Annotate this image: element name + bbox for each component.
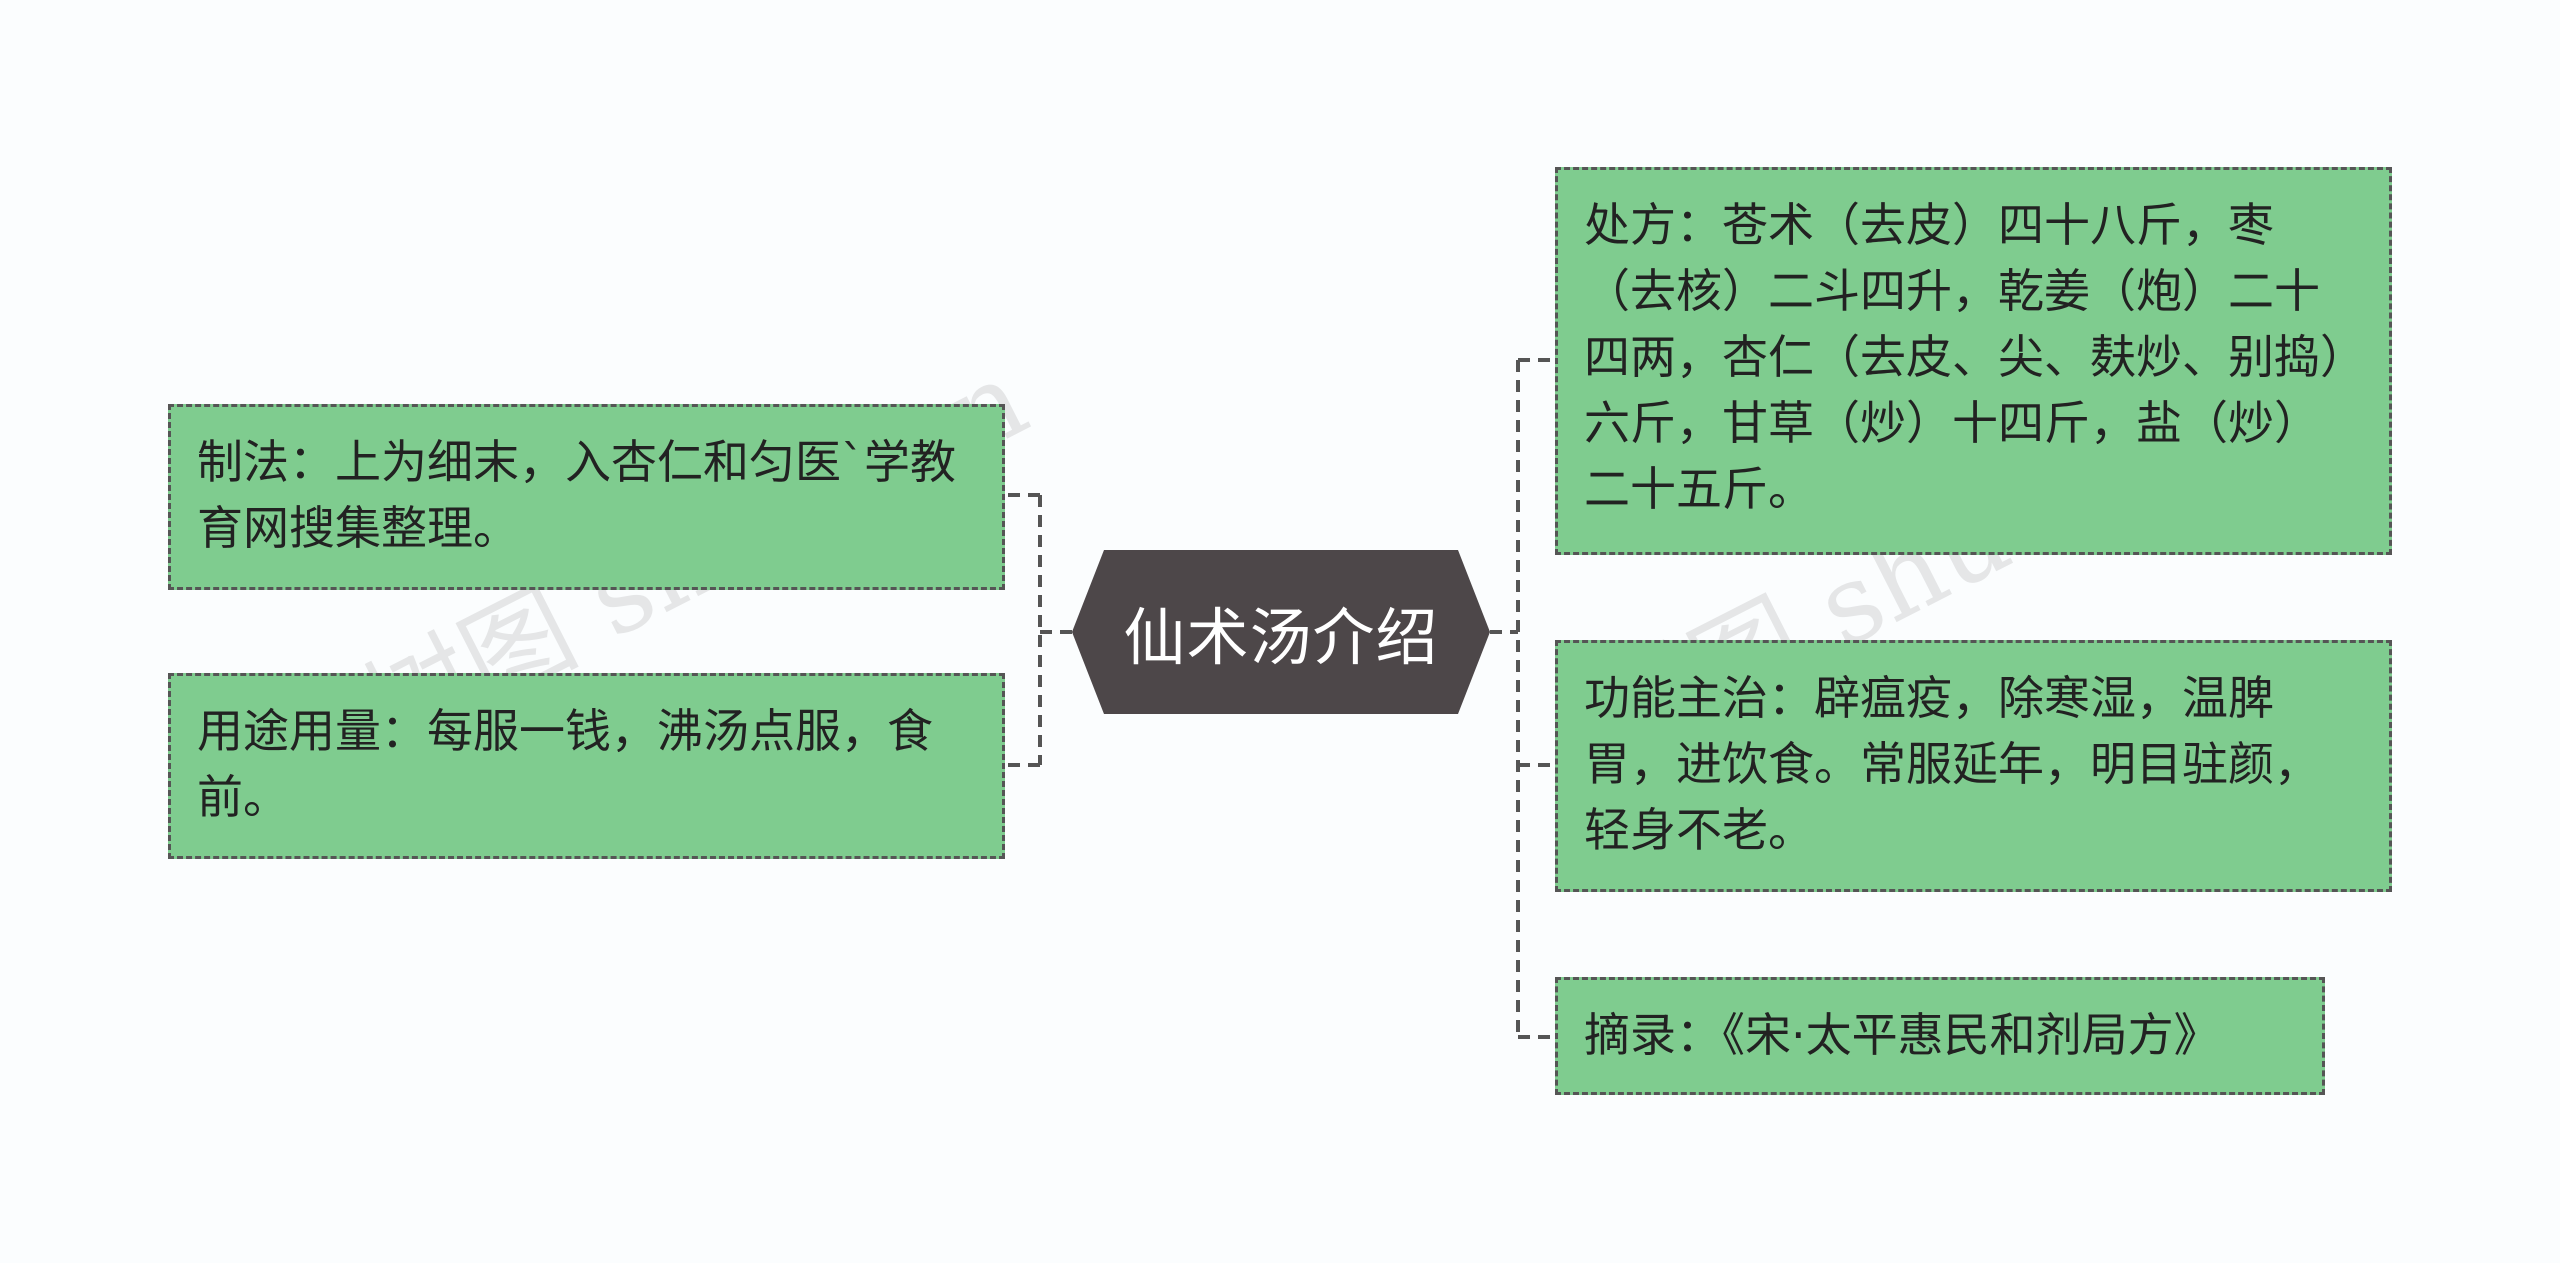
- center-topic[interactable]: 仙术汤介绍: [1072, 550, 1490, 714]
- right-node-prescription[interactable]: 处方：苍术（去皮）四十八斤，枣（去核）二斗四升，乾姜（炮）二十四两，杏仁（去皮、…: [1555, 167, 2392, 555]
- right-node-source[interactable]: 摘录：《宋·太平惠民和剂局方》: [1555, 977, 2325, 1095]
- right-node-text: 功能主治：辟瘟疫，除寒湿，温脾胃，进饮食。常服延年，明目驻颜，轻身不老。: [1584, 671, 2320, 857]
- left-node-usage[interactable]: 用途用量：每服一钱，沸汤点服，食前。: [168, 673, 1005, 859]
- left-node-text: 用途用量：每服一钱，沸汤点服，食前。: [197, 704, 933, 824]
- center-topic-label: 仙术汤介绍: [1123, 601, 1439, 674]
- right-node-indications[interactable]: 功能主治：辟瘟疫，除寒湿，温脾胃，进饮食。常服延年，明目驻颜，轻身不老。: [1555, 640, 2392, 892]
- left-node-preparation[interactable]: 制法：上为细末，入杏仁和匀医`学教育网搜集整理。: [168, 404, 1005, 590]
- right-node-text: 处方：苍术（去皮）四十八斤，枣（去核）二斗四升，乾姜（炮）二十四两，杏仁（去皮、…: [1584, 198, 2343, 516]
- left-node-text: 制法：上为细末，入杏仁和匀医`学教育网搜集整理。: [197, 435, 956, 555]
- right-node-text: 摘录：《宋·太平惠民和剂局方》: [1584, 1008, 2220, 1062]
